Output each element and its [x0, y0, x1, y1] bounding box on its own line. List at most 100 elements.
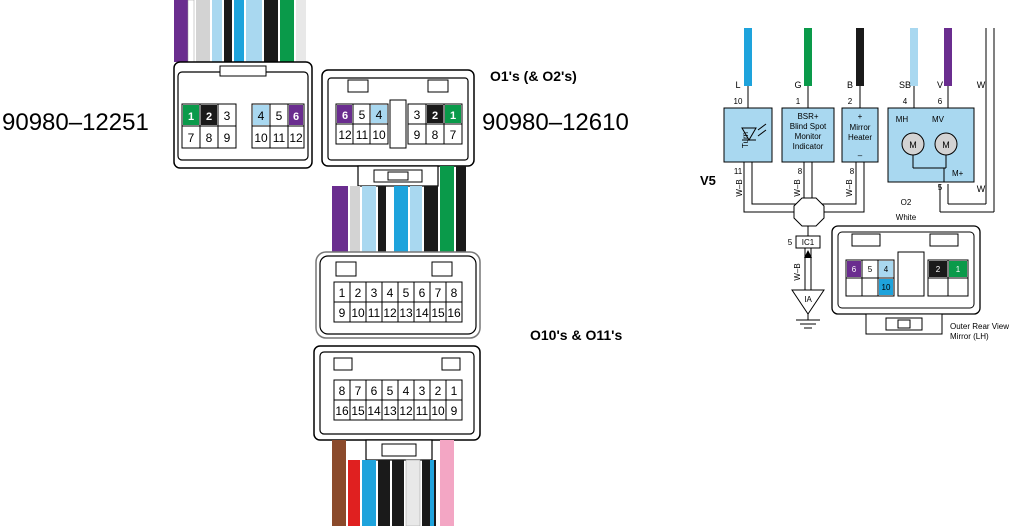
v5-label: V5 — [700, 173, 716, 188]
pin-o10b-3: 3 — [419, 384, 426, 398]
o2-label: O2 — [901, 198, 912, 207]
sc-pin-10: 10 — [882, 283, 891, 292]
pin-l6: 6 — [293, 111, 299, 123]
pin-o10t-13: 13 — [399, 306, 413, 320]
left-connector-wires — [174, 0, 306, 63]
schematic: L G B SB V W W 10 1 2 4 6 Turn BSR+ Blin… — [700, 28, 1009, 341]
bsm-line-1: BSR+ — [797, 112, 818, 121]
heater-line-4: – — [858, 151, 863, 160]
pin-num-10: 10 — [734, 97, 743, 106]
pin-num-8a: 8 — [798, 167, 803, 176]
pin-o1-6: 6 — [342, 110, 348, 122]
pin-o10t-10: 10 — [351, 306, 365, 320]
sc-pin-1: 1 — [956, 265, 961, 274]
pin-o10t-8: 8 — [451, 286, 458, 300]
pin-o10b-4: 4 — [403, 384, 410, 398]
pin-o10t-4: 4 — [387, 286, 394, 300]
connector-o10-bottom: 8 7 6 5 4 3 2 1 16 15 14 13 12 11 10 9 — [313, 345, 481, 461]
pin-l3: 3 — [224, 109, 231, 123]
white-label: White — [896, 213, 917, 222]
heater-line-2: Mirror — [850, 123, 871, 132]
connector-o10-top: 1 2 3 4 5 6 7 8 9 10 11 12 13 14 15 16 — [315, 251, 481, 339]
pin-o10b-2: 2 — [435, 384, 442, 398]
pin-o10b-9: 9 — [451, 404, 458, 418]
pin-o10t-16: 16 — [447, 306, 461, 320]
sc-pin-5: 5 — [868, 265, 873, 274]
mh-label: MH — [896, 115, 909, 124]
wire-code-b: B — [847, 80, 853, 90]
pin-l12: 12 — [289, 131, 303, 145]
pin-o10b-14: 14 — [367, 404, 381, 418]
mirror-line-1: Outer Rear View — [950, 322, 1009, 331]
mplus-label: M+ — [952, 169, 964, 178]
label-o10: O10's & O11's — [530, 327, 622, 343]
wb-label-2: W–B — [793, 179, 802, 196]
sc-pin-2: 2 — [936, 265, 941, 274]
label-o1: O1's (& O2's) — [490, 68, 577, 84]
pin-l4: 4 — [258, 109, 265, 123]
bsm-line-2: Blind Spot — [790, 122, 827, 131]
pin-o10b-8: 8 — [339, 384, 346, 398]
pin-o10t-5: 5 — [403, 286, 410, 300]
pin-o1-4: 4 — [376, 108, 383, 122]
pin-o10b-12: 12 — [399, 404, 413, 418]
part-number-right: 90980–12610 — [482, 109, 629, 136]
pin-o1-12: 12 — [338, 128, 352, 142]
sc-pin-6: 6 — [852, 265, 857, 274]
pin-o10b-16: 16 — [335, 404, 349, 418]
pin-o1-8: 8 — [432, 128, 439, 142]
pin-o10b-6: 6 — [371, 384, 378, 398]
wire-code-w-lower: W — [977, 184, 986, 194]
pin-o1-7: 7 — [450, 128, 457, 142]
pin-o1-2: 2 — [432, 110, 438, 122]
pin-o10t-7: 7 — [435, 286, 442, 300]
wire-code-v: V — [937, 80, 943, 90]
pin-o10b-1: 1 — [451, 384, 458, 398]
bsm-line-3: Monitor — [795, 132, 822, 141]
pin-o10b-5: 5 — [387, 384, 394, 398]
connector-90980-12251: 1 2 3 4 5 6 7 8 9 10 11 12 — [173, 61, 313, 169]
pin-o1-10: 10 — [372, 128, 386, 142]
pin-l1: 1 — [188, 111, 194, 123]
pin-l9: 9 — [224, 131, 231, 145]
pin-num-1: 1 — [796, 97, 801, 106]
pin-o10t-12: 12 — [383, 306, 397, 320]
wb-label-3: W–B — [845, 179, 854, 196]
wire-code-w: W — [977, 80, 986, 90]
ic1-pin: 5 — [788, 238, 793, 247]
pin-l5: 5 — [276, 109, 283, 123]
pin-num-11: 11 — [734, 167, 743, 176]
pin-o1-1: 1 — [450, 110, 456, 122]
pin-l11: 11 — [273, 131, 286, 145]
bottom-wires — [332, 440, 454, 526]
bsm-line-4: Indicator — [793, 142, 824, 151]
part-number-left: 90980–12251 — [2, 109, 149, 136]
pin-o10b-13: 13 — [383, 404, 397, 418]
motor-mv-m: M — [942, 140, 950, 150]
wire-code-sb: SB — [899, 80, 911, 90]
pin-o10t-15: 15 — [431, 306, 445, 320]
pin-o10t-1: 1 — [339, 286, 346, 300]
mv-label: MV — [932, 115, 945, 124]
sc-pin-4: 4 — [884, 265, 889, 274]
mirror-line-2: Mirror (LH) — [950, 332, 989, 341]
pin-o1-5: 5 — [359, 108, 366, 122]
ic1-label: IC1 — [802, 238, 815, 247]
pin-o1-3: 3 — [414, 108, 421, 122]
pin-l8: 8 — [206, 131, 213, 145]
ia-label: IA — [804, 295, 812, 304]
pin-num-8b: 8 — [850, 167, 855, 176]
turn-label: Turn — [741, 132, 750, 148]
pin-num-2: 2 — [848, 97, 853, 106]
pin-o10b-15: 15 — [351, 404, 365, 418]
wb-label-4: W–B — [793, 263, 802, 280]
pin-o10b-7: 7 — [355, 384, 362, 398]
pin-o10t-14: 14 — [415, 306, 429, 320]
pin-o1-11: 11 — [356, 128, 369, 142]
motor-mh-m: M — [909, 140, 917, 150]
pin-o10b-11: 11 — [416, 404, 429, 418]
heater-line-1: + — [858, 112, 863, 121]
pin-o10t-2: 2 — [355, 286, 362, 300]
pin-o10t-11: 11 — [368, 306, 381, 320]
